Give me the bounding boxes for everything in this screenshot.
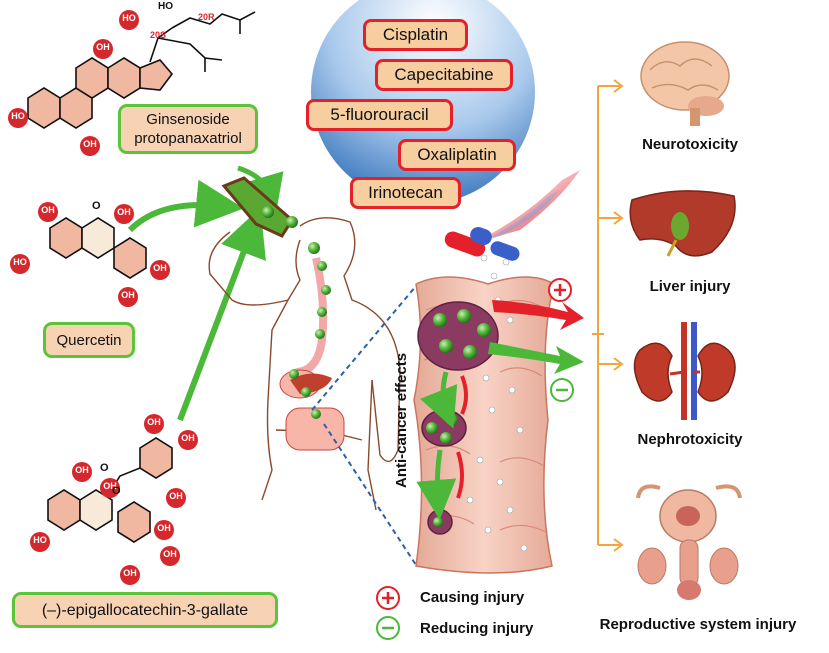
bubbles bbox=[466, 254, 528, 552]
capsule-icon bbox=[444, 226, 520, 261]
legend-icons bbox=[376, 586, 400, 640]
egcg-hydroxyls bbox=[30, 414, 198, 585]
comet-blue bbox=[480, 190, 560, 242]
label-e-ho: HO bbox=[33, 535, 47, 545]
cup bbox=[221, 176, 294, 238]
legend-causing: Causing injury bbox=[420, 589, 525, 606]
label-e-oh-3: OH bbox=[181, 433, 195, 443]
label-e-oh-6: OH bbox=[163, 549, 177, 559]
organ-label-nephrotoxicity: Nephrotoxicity bbox=[637, 431, 743, 448]
label-20s: 20S bbox=[150, 30, 167, 40]
liver-small bbox=[290, 373, 332, 394]
quercetin-label: Quercetin bbox=[43, 322, 135, 358]
arrow-ginsenoside bbox=[237, 165, 284, 216]
label-e-oh-2: OH bbox=[147, 417, 161, 427]
arrow-quercetin bbox=[127, 179, 244, 233]
label-e-oh-1: OH bbox=[75, 465, 89, 475]
arrow-red-colon-1 bbox=[460, 375, 468, 415]
label-q-oh-1: OH bbox=[41, 205, 55, 215]
drug-capecitabine: Capecitabine bbox=[375, 59, 513, 91]
label-q-oh-4: OH bbox=[121, 290, 135, 300]
label-e-oh-7: OH bbox=[123, 568, 137, 578]
label-e-o-2: O bbox=[112, 485, 121, 497]
drug-cisplatin: Cisplatin bbox=[363, 19, 468, 51]
organ-bracket bbox=[592, 79, 624, 552]
quercetin-hydroxyls bbox=[10, 202, 170, 307]
quercetin-structure bbox=[49, 217, 147, 279]
intestine-small bbox=[285, 407, 345, 451]
label-e-o-1: O bbox=[100, 462, 109, 474]
label-q-oh-2: OH bbox=[117, 207, 131, 217]
label-q-ho: HO bbox=[13, 257, 27, 267]
anticancer-label: Anti-cancer effects bbox=[393, 352, 410, 488]
ginsenoside-structure bbox=[27, 11, 256, 129]
label-ho-3: HO bbox=[158, 1, 173, 12]
zoom-line-bottom bbox=[323, 423, 417, 566]
label-e-oh-8: OH bbox=[103, 481, 117, 491]
liver-icon bbox=[629, 190, 736, 257]
ginsenoside-hydroxyls bbox=[8, 10, 139, 156]
label-e-oh-4: OH bbox=[169, 491, 183, 501]
arrow-red-out bbox=[492, 300, 584, 330]
digestive-tract bbox=[288, 257, 328, 383]
egcg-label: (–)-epigallocatechin-3-gallate bbox=[12, 592, 278, 628]
kidney-icon bbox=[633, 322, 736, 420]
drug-irinotecan: Irinotecan bbox=[350, 177, 461, 209]
label-e-oh-5: OH bbox=[157, 523, 171, 533]
egcg-structure bbox=[47, 437, 173, 543]
legend-reducing: Reducing injury bbox=[420, 620, 534, 637]
arrow-green-colon-2 bbox=[416, 449, 457, 520]
drug-oxaliplatin: Oxaliplatin bbox=[398, 139, 516, 171]
ginsenoside-label: Ginsenoside protopanaxatriol bbox=[118, 104, 258, 154]
label-oh-1: OH bbox=[83, 139, 97, 149]
arrow-green-colon-1 bbox=[420, 371, 458, 429]
organ-label-liver: Liver injury bbox=[649, 278, 731, 295]
label-ho-1: HO bbox=[11, 111, 25, 121]
organ-label-reproductive: Reproductive system injury bbox=[599, 616, 797, 633]
drug-5-fluorouracil: 5-fluorouracil bbox=[306, 99, 453, 131]
brain-icon bbox=[640, 41, 730, 126]
arrow-egcg bbox=[177, 207, 266, 422]
label-q-oh-3: OH bbox=[153, 263, 167, 273]
label-q-o: O bbox=[92, 200, 101, 212]
arrow-red-colon-2 bbox=[456, 451, 464, 499]
arrow-green-out bbox=[488, 342, 584, 374]
comet-red bbox=[470, 170, 580, 244]
drug-particles-body bbox=[262, 206, 331, 419]
reproductive-icon bbox=[636, 484, 742, 600]
label-20r: 20R bbox=[198, 12, 215, 22]
organ-label-neurotoxicity: Neurotoxicity bbox=[642, 136, 738, 153]
label-oh-2: OH bbox=[96, 42, 110, 52]
label-ho-2: HO bbox=[122, 13, 136, 23]
